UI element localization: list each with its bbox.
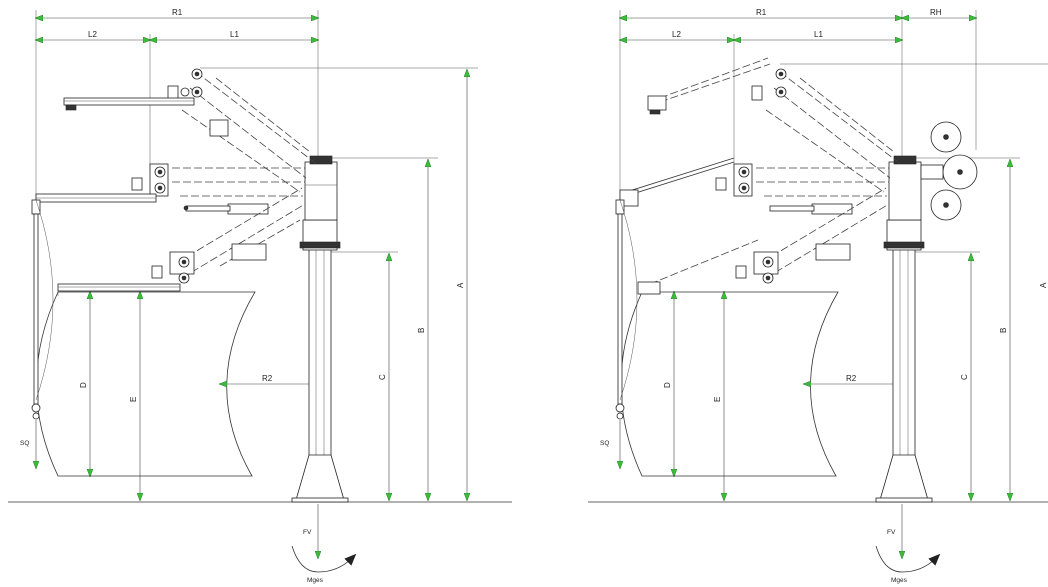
label-a: A [456, 282, 465, 288]
arm-lower-right [637, 187, 890, 295]
label-e-right: E [713, 397, 722, 402]
label-fv-right: FV [887, 529, 896, 536]
load-outline-right [620, 291, 839, 477]
label-e: E [129, 397, 138, 402]
label-a-right: A [1039, 282, 1048, 288]
label-d-right: D [663, 382, 672, 388]
hoist [31, 199, 54, 420]
label-d: D [79, 382, 88, 388]
label-c: C [378, 374, 387, 380]
label-c-right: C [960, 374, 969, 380]
label-l1: L1 [230, 30, 239, 39]
label-rh: RH [930, 8, 942, 17]
arm-upper [63, 68, 319, 193]
label-l2-right: L2 [672, 30, 681, 39]
arm-upper-right [647, 57, 903, 193]
label-mges-right: Mges [891, 577, 908, 584]
label-l1-right: L1 [814, 30, 823, 39]
label-sq-right: SQ [600, 440, 609, 447]
hose-reels [920, 121, 978, 221]
arm-lower [57, 187, 306, 292]
label-l2: L2 [88, 30, 97, 39]
left-drawing: R1 L2 L1 A B C D E R2 [8, 8, 512, 584]
right-drawing: R1 RH L2 L1 A B C D E R2 [588, 8, 1048, 584]
arm-middle-right [619, 157, 889, 215]
label-fv: FV [303, 529, 312, 536]
arm-middle [35, 163, 305, 215]
label-r1: R1 [172, 8, 183, 17]
label-r2: R2 [262, 374, 273, 383]
moment-arc [291, 545, 357, 573]
load-outline [36, 291, 256, 477]
label-mges: Mges [307, 577, 324, 584]
label-r1-right: R1 [756, 8, 767, 17]
column-right [875, 155, 933, 503]
label-sq: SQ [20, 440, 29, 447]
label-r2-right: R2 [846, 374, 857, 383]
label-b-right: B [999, 328, 1008, 333]
hoist-right [615, 199, 638, 420]
label-b: B [417, 328, 426, 333]
column [291, 155, 349, 503]
moment-arc-right [875, 545, 941, 573]
